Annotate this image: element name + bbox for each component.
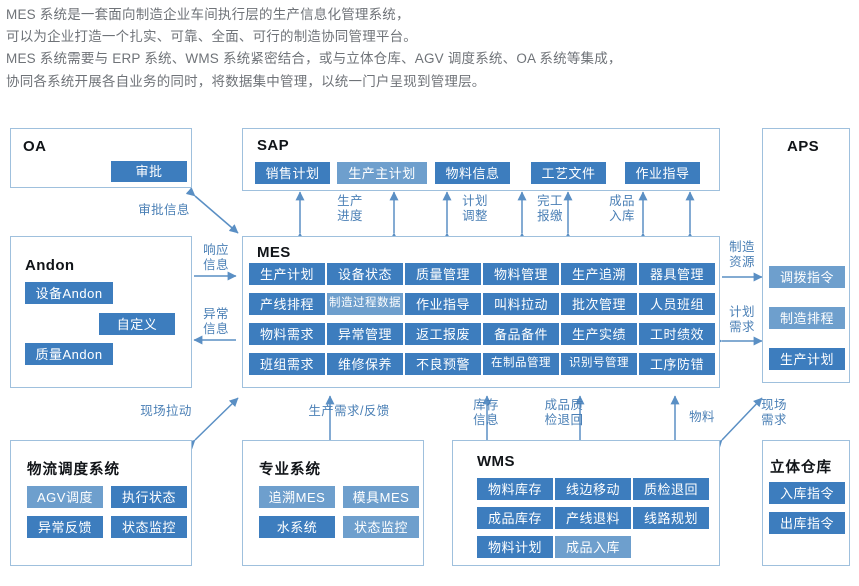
label-site-demand: 现场 需求 [761, 398, 787, 427]
tag-wms-5[interactable]: 线路规划 [633, 507, 709, 529]
tag-mes-8[interactable]: 作业指导 [405, 293, 481, 315]
tag-wms-4[interactable]: 产线退料 [555, 507, 631, 529]
tag-mes-6[interactable]: 产线排程 [249, 293, 325, 315]
tag-andon-1[interactable]: 自定义 [99, 313, 175, 335]
label-finished-in: 成品 入库 [609, 194, 635, 223]
label-prod-demand-feedback: 生产需求/反馈 [308, 404, 390, 418]
tag-special-2[interactable]: 水系统 [259, 516, 335, 538]
tag-mes-5[interactable]: 器具管理 [639, 263, 715, 285]
tag-logistics-0[interactable]: AGV调度 [27, 486, 103, 508]
tag-mes-3[interactable]: 物料管理 [483, 263, 559, 285]
tag-mes-23[interactable]: 工序防错 [639, 353, 715, 375]
tag-mes-4[interactable]: 生产追溯 [561, 263, 637, 285]
tag-aps-1[interactable]: 制造排程 [769, 307, 845, 329]
label-exception-info: 异常 信息 [203, 307, 229, 336]
tag-special-3[interactable]: 状态监控 [343, 516, 419, 538]
tag-special-0[interactable]: 追溯MES [259, 486, 335, 508]
tag-logistics-1[interactable]: 执行状态 [111, 486, 187, 508]
box-warehouse[interactable]: 立体仓库 入库指令 出库指令 [762, 440, 850, 566]
label-plan-demand: 计划 需求 [729, 305, 755, 334]
tag-mes-15[interactable]: 备品备件 [483, 323, 559, 345]
tag-special-1[interactable]: 模具MES [343, 486, 419, 508]
tag-mes-14[interactable]: 返工报废 [405, 323, 481, 345]
box-wms-title: WMS [477, 453, 515, 470]
box-mes-title: MES [257, 244, 291, 261]
tag-wms-7[interactable]: 成品入库 [555, 536, 631, 558]
tag-mes-11[interactable]: 人员班组 [639, 293, 715, 315]
tag-mes-20[interactable]: 不良预警 [405, 353, 481, 375]
tag-mes-17[interactable]: 工时绩效 [639, 323, 715, 345]
tag-mes-10[interactable]: 批次管理 [561, 293, 637, 315]
box-wms[interactable]: WMS 物料库存 线边移动 质检退回 成品库存 产线退料 线路规划 物料计划 成… [452, 440, 720, 566]
tag-andon-2[interactable]: 质量Andon [25, 343, 113, 365]
tag-logistics-2[interactable]: 异常反馈 [27, 516, 103, 538]
tag-wms-2[interactable]: 质检退回 [633, 478, 709, 500]
tag-wms-0[interactable]: 物料库存 [477, 478, 553, 500]
box-andon[interactable]: Andon 设备Andon 自定义 质量Andon [10, 236, 192, 388]
box-oa[interactable]: OA 审批 [10, 128, 192, 188]
tag-mes-22[interactable]: 识别号管理 [561, 353, 637, 375]
tag-mes-12[interactable]: 物料需求 [249, 323, 325, 345]
label-stock-info: 库存 信息 [473, 398, 499, 427]
tag-mes-7[interactable]: 制造过程数据 [327, 293, 403, 315]
tag-mes-18[interactable]: 班组需求 [249, 353, 325, 375]
tag-sap-3[interactable]: 工艺文件 [531, 162, 606, 184]
box-sap-title: SAP [257, 137, 290, 154]
box-mes[interactable]: MES 生产计划 设备状态 质量管理 物料管理 生产追溯 器具管理 产线排程 制… [242, 236, 720, 388]
tag-andon-0[interactable]: 设备Andon [25, 282, 113, 304]
box-sap[interactable]: SAP 销售计划 生产主计划 物料信息 工艺文件 作业指导 [242, 128, 720, 191]
label-response-info: 响应 信息 [203, 243, 229, 272]
label-completion-report: 完工 报缴 [537, 194, 563, 223]
tag-aps-0[interactable]: 调拨指令 [769, 266, 845, 288]
tag-mes-1[interactable]: 设备状态 [327, 263, 403, 285]
box-aps[interactable]: APS 调拨指令 制造排程 生产计划 [762, 128, 850, 383]
tag-mes-21[interactable]: 在制品管理 [483, 353, 559, 375]
box-special-title: 专业系统 [259, 462, 321, 478]
box-andon-title: Andon [25, 257, 75, 274]
box-logistics-title: 物流调度系统 [27, 462, 120, 478]
box-aps-title: APS [787, 138, 820, 155]
tag-oa-0[interactable]: 审批 [111, 161, 187, 182]
tag-warehouse-0[interactable]: 入库指令 [769, 482, 845, 504]
tag-mes-16[interactable]: 生产实绩 [561, 323, 637, 345]
tag-wms-6[interactable]: 物料计划 [477, 536, 553, 558]
tag-mes-0[interactable]: 生产计划 [249, 263, 325, 285]
mes-tag-grid: 生产计划 设备状态 质量管理 物料管理 生产追溯 器具管理 产线排程 制造过程数… [249, 263, 715, 375]
label-material: 物料 [689, 410, 715, 424]
tag-logistics-3[interactable]: 状态监控 [111, 516, 187, 538]
box-warehouse-title: 立体仓库 [770, 460, 832, 476]
tag-wms-1[interactable]: 线边移动 [555, 478, 631, 500]
tag-sap-1[interactable]: 生产主计划 [337, 162, 427, 184]
box-logistics[interactable]: 物流调度系统 AGV调度 执行状态 异常反馈 状态监控 [10, 440, 192, 566]
label-mfg-resource: 制造 资源 [729, 240, 755, 269]
tag-mes-9[interactable]: 叫料拉动 [483, 293, 559, 315]
label-plan-adjust: 计划 调整 [462, 194, 488, 223]
label-fg-qc-return: 成品质 检退回 [544, 398, 584, 427]
tag-mes-2[interactable]: 质量管理 [405, 263, 481, 285]
tag-sap-2[interactable]: 物料信息 [435, 162, 510, 184]
tag-aps-2[interactable]: 生产计划 [769, 348, 845, 370]
tag-mes-13[interactable]: 异常管理 [327, 323, 403, 345]
tag-sap-0[interactable]: 销售计划 [255, 162, 330, 184]
tag-mes-19[interactable]: 维修保养 [327, 353, 403, 375]
label-site-pull: 现场拉动 [140, 404, 192, 418]
intro-paragraph: MES 系统是一套面向制造企业车间执行层的生产信息化管理系统， 可以为企业打造一… [6, 7, 622, 89]
label-approval-info: 审批信息 [138, 203, 190, 217]
tag-sap-4[interactable]: 作业指导 [625, 162, 700, 184]
label-prod-progress: 生产 进度 [337, 194, 363, 223]
box-oa-title: OA [23, 138, 47, 155]
tag-wms-3[interactable]: 成品库存 [477, 507, 553, 529]
tag-warehouse-1[interactable]: 出库指令 [769, 512, 845, 534]
box-special[interactable]: 专业系统 追溯MES 模具MES 水系统 状态监控 [242, 440, 424, 566]
